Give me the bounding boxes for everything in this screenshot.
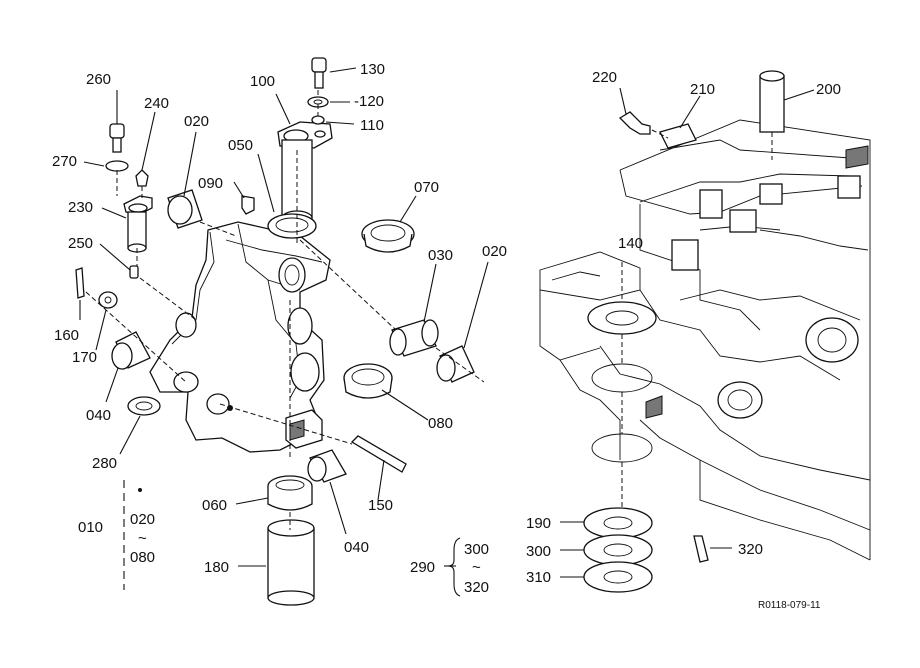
label-220: 220 (592, 69, 617, 86)
label-280: 280 (92, 455, 117, 472)
label-180: 180 (204, 559, 229, 576)
drawing-code: R0118-079-11 (758, 600, 821, 611)
label-010: 010 (78, 519, 103, 536)
label-300: 300 (526, 543, 551, 560)
label-040: 040 (86, 407, 111, 424)
swing-bracket-drawing (75, 57, 485, 606)
label-240: 240 (144, 95, 169, 112)
label-200: 200 (816, 81, 841, 98)
label-040-bottom: 040 (344, 539, 369, 556)
frame-drawing (539, 70, 871, 593)
label-130: 130 (360, 61, 385, 78)
label-170: 170 (72, 349, 97, 366)
label-100: 100 (250, 73, 275, 90)
group-290-to: 320 (464, 579, 489, 596)
label-030: 030 (428, 247, 453, 264)
label-320: 320 (738, 541, 763, 558)
label-080: 080 (428, 415, 453, 432)
group-290-from: 300 (464, 541, 489, 558)
label-020: 020 (184, 113, 209, 130)
part-labels: 260 240 270 230 250 160 170 040 280 100 … (52, 61, 841, 611)
label-310: 310 (526, 569, 551, 586)
label-190: 190 (526, 515, 551, 532)
label-060: 060 (202, 497, 227, 514)
group-010-to: 080 (130, 549, 155, 566)
label-260: 260 (86, 71, 111, 88)
label-090: 090 (198, 175, 223, 192)
label-290: 290 (410, 559, 435, 576)
label-230: 230 (68, 199, 93, 216)
label-270: 270 (52, 153, 77, 170)
group-290-sep: ~ (472, 559, 481, 576)
label-110: 110 (360, 117, 384, 134)
group-290-range: 300 ~ 320 (464, 541, 489, 596)
label-050: 050 (228, 137, 253, 154)
label-070: 070 (414, 179, 439, 196)
label-150: 150 (368, 497, 393, 514)
label-210: 210 (690, 81, 715, 98)
label-160: 160 (54, 327, 79, 344)
label-120: -120 (354, 93, 384, 110)
label-250: 250 (68, 235, 93, 252)
group-010-range: 020 ~ 080 (130, 511, 155, 566)
label-140: 140 (618, 235, 643, 252)
group-010-from: 020 (130, 511, 155, 528)
group-290-brace (447, 537, 461, 597)
group-010-sep: ~ (138, 530, 147, 547)
label-020-right: 020 (482, 243, 507, 260)
